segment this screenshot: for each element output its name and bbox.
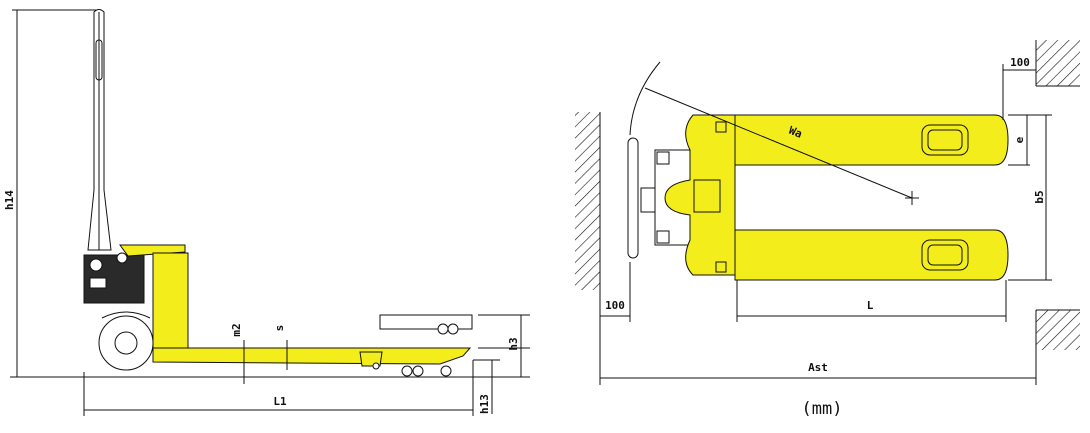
l1-dimension [83,360,474,416]
top-right-wall [1036,40,1080,86]
unit-label: (mm) [802,399,843,419]
turning-arc [629,61,661,136]
label-l1: L1 [273,395,287,408]
label-m2: m2 [230,323,243,336]
label-h13: h13 [478,394,491,414]
label-wa: Wa [787,124,804,141]
raised-fork-ghost [379,314,473,335]
wa-radius-line [644,87,913,199]
label-100-top: 100 [1010,56,1030,69]
bottom-right-wall [1036,310,1080,350]
ast-dimension [600,350,1037,385]
label-l: L [867,299,874,312]
top-view [575,40,1080,385]
label-100-left: 100 [605,299,625,312]
steering-wheel [98,311,154,371]
label-h14: h14 [3,190,16,210]
h3-dimension [478,314,530,377]
side-view [10,9,530,416]
label-ast: Ast [808,361,828,374]
label-e: e [1013,136,1026,143]
h14-dimension [12,9,100,378]
handle-top [627,137,639,259]
label-h3: h3 [507,337,520,350]
dim-100-left [599,262,631,385]
h13-dimension [473,359,500,414]
pump-unit [83,252,145,304]
b5-dimension [1008,115,1052,281]
chassis [119,244,472,367]
load-roller-upper [921,124,969,156]
l-dimension [736,280,1007,322]
tiller-handle [87,9,112,251]
label-s: s [273,325,286,332]
e-dimension [1008,114,1052,166]
label-b5: b5 [1033,190,1046,203]
load-roller-lower [921,239,969,271]
left-wall [575,112,600,290]
dim-100-top [1002,64,1036,120]
fork-rollers [372,362,452,377]
